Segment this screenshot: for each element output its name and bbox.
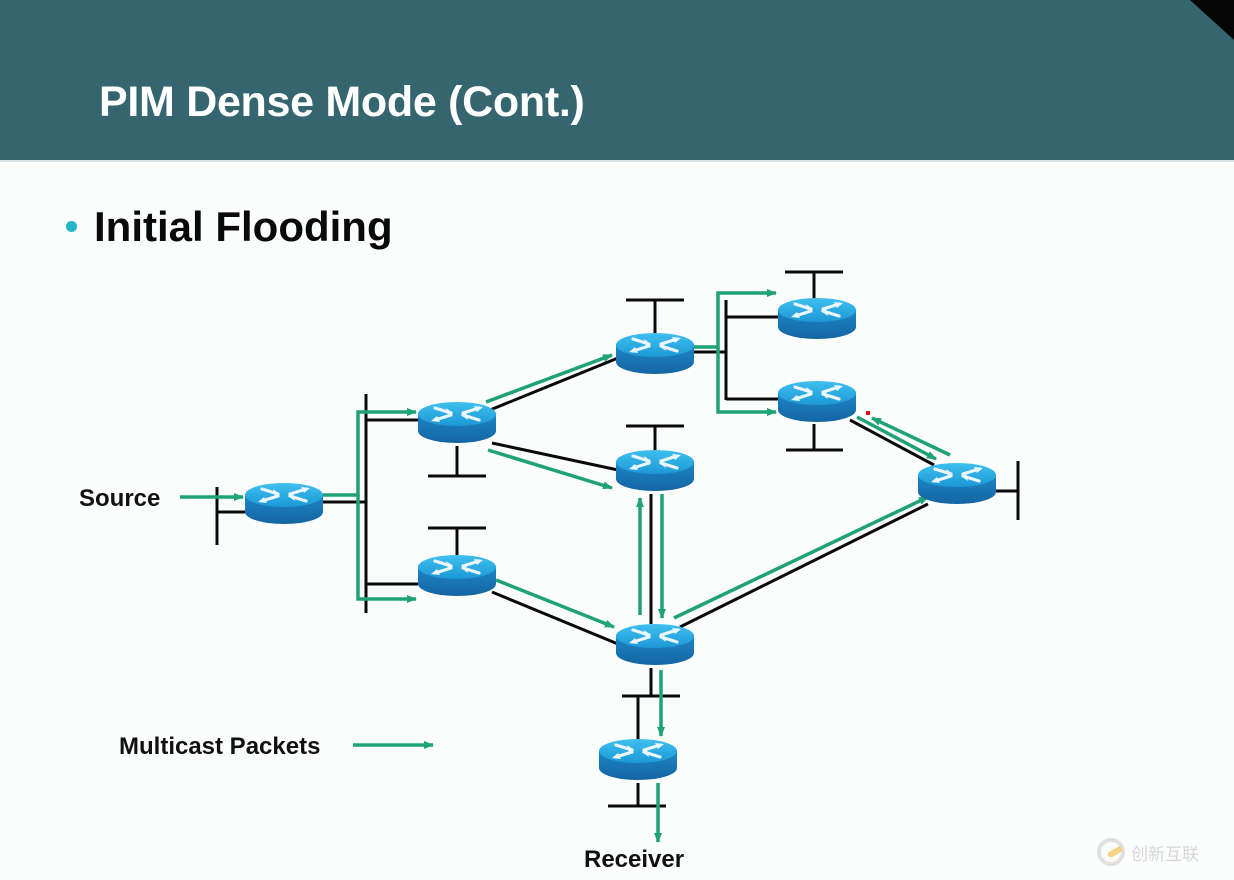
- router-i-icon: [916, 461, 998, 506]
- flow-h-i: [856, 415, 937, 461]
- bullet-icon: [66, 221, 77, 232]
- slide-title: PIM Dense Mode (Cont.): [99, 78, 585, 126]
- router-c-icon: [614, 331, 696, 376]
- router-b-icon: [416, 553, 498, 598]
- link-a-d: [491, 441, 619, 472]
- link-h-i: [849, 418, 935, 467]
- flow-to-router-b: [356, 495, 417, 603]
- header-corner-decoration: [1190, 0, 1234, 40]
- bullet-initial-flooding: Initial Flooding: [94, 203, 393, 250]
- flow-a-d: [487, 448, 613, 490]
- multicast-flows: [180, 289, 951, 843]
- legend-label: Multicast Packets: [119, 733, 321, 760]
- links: [215, 270, 1020, 808]
- flow-i-h: [871, 416, 951, 457]
- source-label: Source: [79, 485, 161, 512]
- source-router-icon: [243, 481, 325, 526]
- watermark-logo-icon: [1097, 838, 1125, 866]
- flow-a-c: [485, 353, 613, 404]
- flow-c-h: [716, 347, 777, 416]
- router-h-icon: [776, 379, 858, 424]
- cursor-marker: [866, 411, 870, 415]
- router-f-icon: [597, 737, 679, 782]
- header-divider: [0, 160, 1234, 162]
- router-d-icon: [614, 448, 696, 493]
- flow-b-e: [495, 578, 615, 629]
- flow-c-g: [694, 289, 777, 349]
- router-g-icon: [776, 296, 858, 341]
- flow-to-router-a: [323, 408, 417, 497]
- receiver-label: Receiver: [584, 846, 685, 873]
- watermark: 创新互联: [1097, 832, 1231, 872]
- slide-header: [0, 0, 1234, 160]
- router-a-icon: [416, 400, 498, 445]
- link-e-i: [679, 502, 929, 629]
- flow-e-i: [673, 495, 929, 620]
- watermark-text: 创新互联: [1131, 844, 1199, 865]
- link-a-c: [489, 356, 619, 412]
- link-b-e: [491, 590, 619, 646]
- router-e-icon: [614, 622, 696, 667]
